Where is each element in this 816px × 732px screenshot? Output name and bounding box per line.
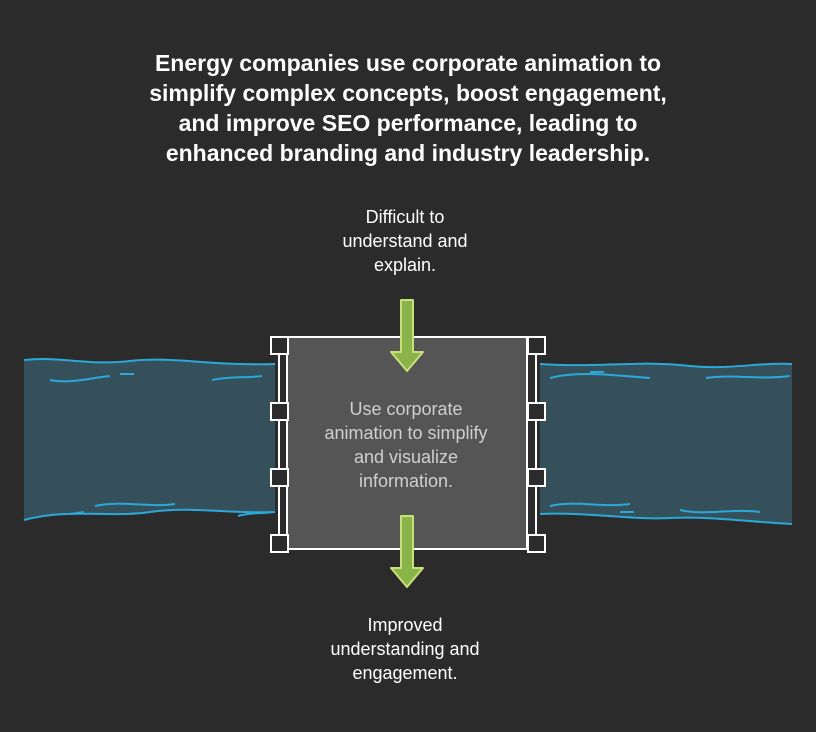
right-water-body: [540, 363, 792, 524]
arrow-down-icon: [390, 299, 424, 372]
left-water-ripple-6: [237, 511, 273, 517]
dam-bolt: [527, 402, 546, 421]
right-water-channel: [539, 362, 793, 525]
left-water-channel: [23, 358, 276, 521]
arrow-down-icon: [390, 515, 424, 588]
outcome-label: Improved understanding and engagement.: [330, 615, 480, 683]
left-water-body: [24, 359, 275, 520]
left-water-ripple-5: [94, 502, 176, 507]
left-water-top-edge: [23, 358, 276, 366]
dam-bolt: [527, 468, 546, 487]
right-water-ripple-6: [679, 509, 761, 514]
dam-bolt: [270, 402, 289, 421]
left-water-bottom-edge: [23, 508, 276, 521]
left-water-ripple-4: [69, 511, 85, 515]
right-water-ripple-1: [549, 372, 651, 379]
right-water-ripple-4: [549, 502, 631, 507]
dam-bolt: [270, 534, 289, 553]
left-water-ripple-1: [49, 375, 111, 383]
dam: [270, 336, 546, 553]
right-water-bottom-edge: [539, 512, 793, 525]
solution-label: Use corporate animation to simplify and …: [324, 399, 488, 491]
problem-label: Difficult to understand and explain.: [342, 207, 468, 275]
left-water-ripple-3: [211, 375, 263, 381]
dam-bolt: [527, 534, 546, 553]
dam-bolt: [270, 468, 289, 487]
right-water-top-edge: [539, 362, 793, 369]
diagram-title: Energy companies use corporate animation…: [149, 50, 667, 166]
dam-bolt: [270, 336, 289, 355]
right-water-ripple-3: [705, 375, 791, 379]
dam-bolt: [527, 336, 546, 355]
dam-body: [286, 336, 528, 550]
